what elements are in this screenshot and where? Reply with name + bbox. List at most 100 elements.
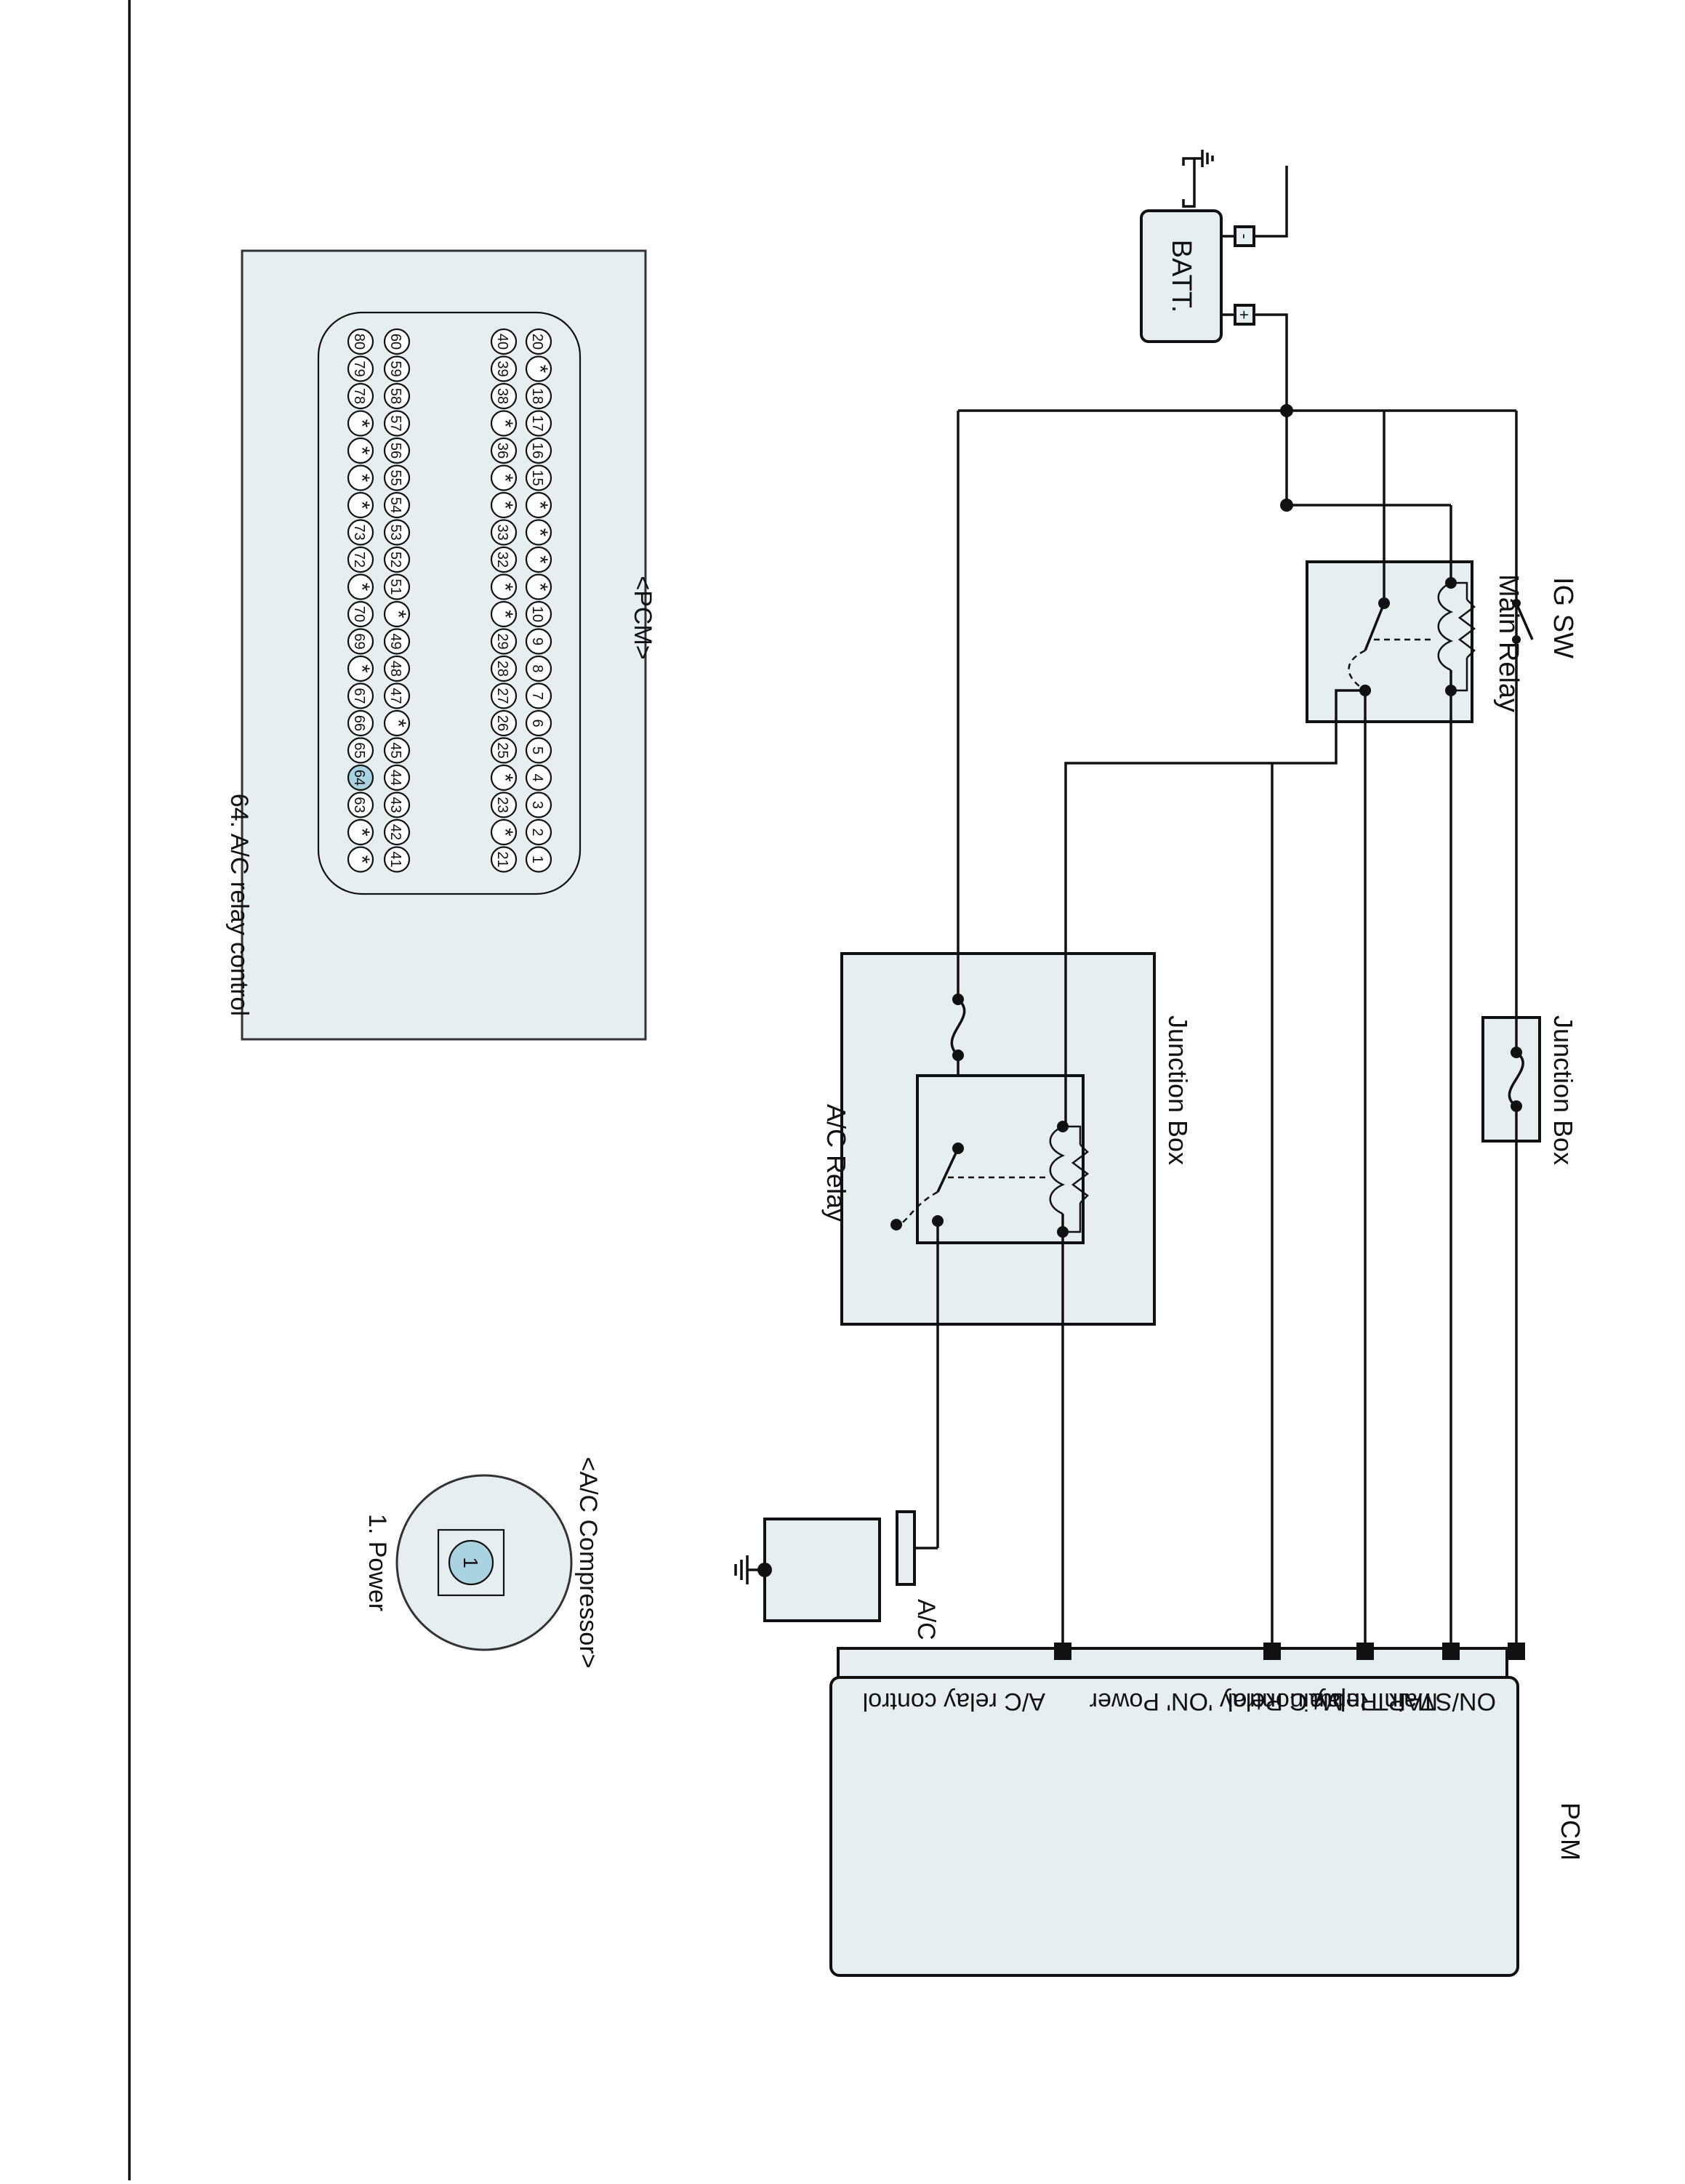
pcm-pin-label: 48 (387, 661, 403, 677)
pcm-pin-label: 33 (494, 524, 510, 540)
pcm-pin (347, 737, 374, 764)
pcm-pin-label: 17 (529, 415, 545, 431)
junction-box-2-label: Junction Box (1163, 1015, 1193, 1165)
pcm-pin-label: 27 (494, 688, 510, 704)
pcm-pin-label: * (493, 610, 517, 618)
pcm-pin (525, 328, 552, 355)
pcm-pin (347, 328, 374, 355)
ac-compressor-connector-caption: 1. Power (363, 1514, 391, 1611)
pcm-pin-label: 26 (494, 715, 510, 731)
pcm-pin-label: * (350, 446, 374, 455)
battery: - + BATT. (1140, 150, 1288, 343)
main-relay-wires (1271, 689, 1452, 1648)
pcm-pin-label: 23 (494, 797, 510, 813)
pcm-pin-label: 66 (351, 715, 367, 731)
pcm-pin-label: * (350, 664, 374, 673)
pcm-pin-label: 38 (494, 388, 510, 404)
ig-sw-label: IG SW (1548, 577, 1578, 658)
pcm-pin (383, 382, 411, 410)
pcm-pin (347, 546, 374, 573)
pcm-pin (490, 737, 518, 764)
pcm-pin-label: 53 (387, 524, 403, 540)
pcm-pin-label: 51 (387, 579, 403, 595)
pcm-pin-label: * (350, 583, 374, 592)
junction-box-ac-relay: A/C Relay Junction Box (821, 411, 1193, 1326)
pcm-pin-label: * (350, 474, 374, 483)
pcm-pin-label: * (350, 419, 374, 428)
pcm-pin (383, 328, 411, 355)
pcm-pin-label: 59 (387, 360, 403, 376)
pcm-pin-label: * (493, 828, 517, 837)
pcm-pin-label: 49 (387, 633, 403, 649)
pcm-pin (525, 382, 552, 410)
pcm-pin (525, 682, 552, 709)
pcm-pin (347, 709, 374, 737)
pcm-pin-label: 64 (351, 770, 367, 786)
junction-box-1-label: Junction Box (1548, 1015, 1578, 1165)
pcm-pin (525, 600, 552, 628)
pcm-pin-label: 15 (529, 470, 545, 485)
pcm-pin (490, 546, 518, 573)
pcm-pin (525, 709, 552, 737)
pcm-terminal-main-relay-control: Main Relay Control (1228, 1688, 1438, 1715)
pcm-pin-label: 7 (529, 692, 545, 700)
pcm-pin-label: * (528, 583, 552, 592)
pcm-connector-title: <PCM> (629, 576, 656, 659)
pcm-pin (383, 818, 411, 846)
pcm-pin (490, 709, 518, 737)
pcm-pin (347, 355, 374, 382)
ac-relay-label: A/C Relay (821, 1104, 851, 1222)
pcm-pin-label: 79 (351, 360, 367, 376)
pcm-pin (490, 410, 518, 437)
pcm-pin-label: 8 (529, 664, 545, 672)
pcm-pin-label: 32 (494, 552, 510, 568)
pcm-pin-label: 36 (494, 443, 510, 459)
pcm-pin (525, 791, 552, 818)
pcm-pin-label: * (493, 773, 517, 782)
pcm-pin (525, 410, 552, 437)
pcm-pin (525, 818, 552, 846)
pcm-pin-label: 63 (351, 797, 367, 813)
pcm-pin (383, 491, 411, 519)
pcm-pin-label: 28 (494, 661, 510, 677)
pcm-pin-label: * (350, 828, 374, 837)
pcm-pin-label: * (493, 419, 517, 428)
pcm-pin-label: 58 (387, 388, 403, 404)
pcm-terminal-ac-relay-control: A/C relay control (863, 1688, 1045, 1715)
pcm-pin (490, 519, 518, 546)
pcm-pin-label: * (528, 528, 552, 537)
pcm-pin (490, 846, 518, 873)
pcm-pin (347, 382, 374, 410)
pcm-pin (383, 655, 411, 682)
pcm-pin-label: 39 (494, 360, 510, 376)
pcm-pin-label: 52 (387, 552, 403, 568)
pcm-pin (347, 437, 374, 464)
pcm-pin-label: 80 (351, 334, 367, 350)
pcm-pin (383, 546, 411, 573)
pcm-pin (525, 846, 552, 873)
pcm-pin (490, 464, 518, 491)
pcm-pin-label: * (528, 365, 552, 374)
pcm-pin (490, 791, 518, 818)
pcm-pin (490, 382, 518, 410)
pcm-module: PCM ON/START Input Main Relay Control Ma… (829, 1643, 1585, 1977)
pcm-pin-label: 20 (529, 334, 545, 350)
pcm-pin-label: 54 (387, 497, 403, 513)
pcm-pin (525, 437, 552, 464)
pcm-connector-caption: 64. A/C relay control (225, 794, 253, 1016)
pcm-pin (383, 682, 411, 709)
battery-label: BATT. (1166, 240, 1197, 313)
pcm-pin-label: 43 (387, 797, 403, 813)
battery-box (1140, 209, 1223, 343)
pcm-pin-label: * (386, 610, 410, 618)
pcm-pin (383, 519, 411, 546)
pcm-pin (383, 410, 411, 437)
pcm-pin (383, 437, 411, 464)
pcm-pin (347, 410, 374, 437)
pcm-label: PCM (1556, 1802, 1585, 1861)
ac-relay-wires (914, 762, 1272, 1648)
pcm-pin-label: 42 (387, 824, 403, 840)
pcm-pin-label: 9 (529, 637, 545, 645)
pcm-pin (525, 519, 552, 546)
main-relay: Main Relay (1306, 411, 1524, 723)
